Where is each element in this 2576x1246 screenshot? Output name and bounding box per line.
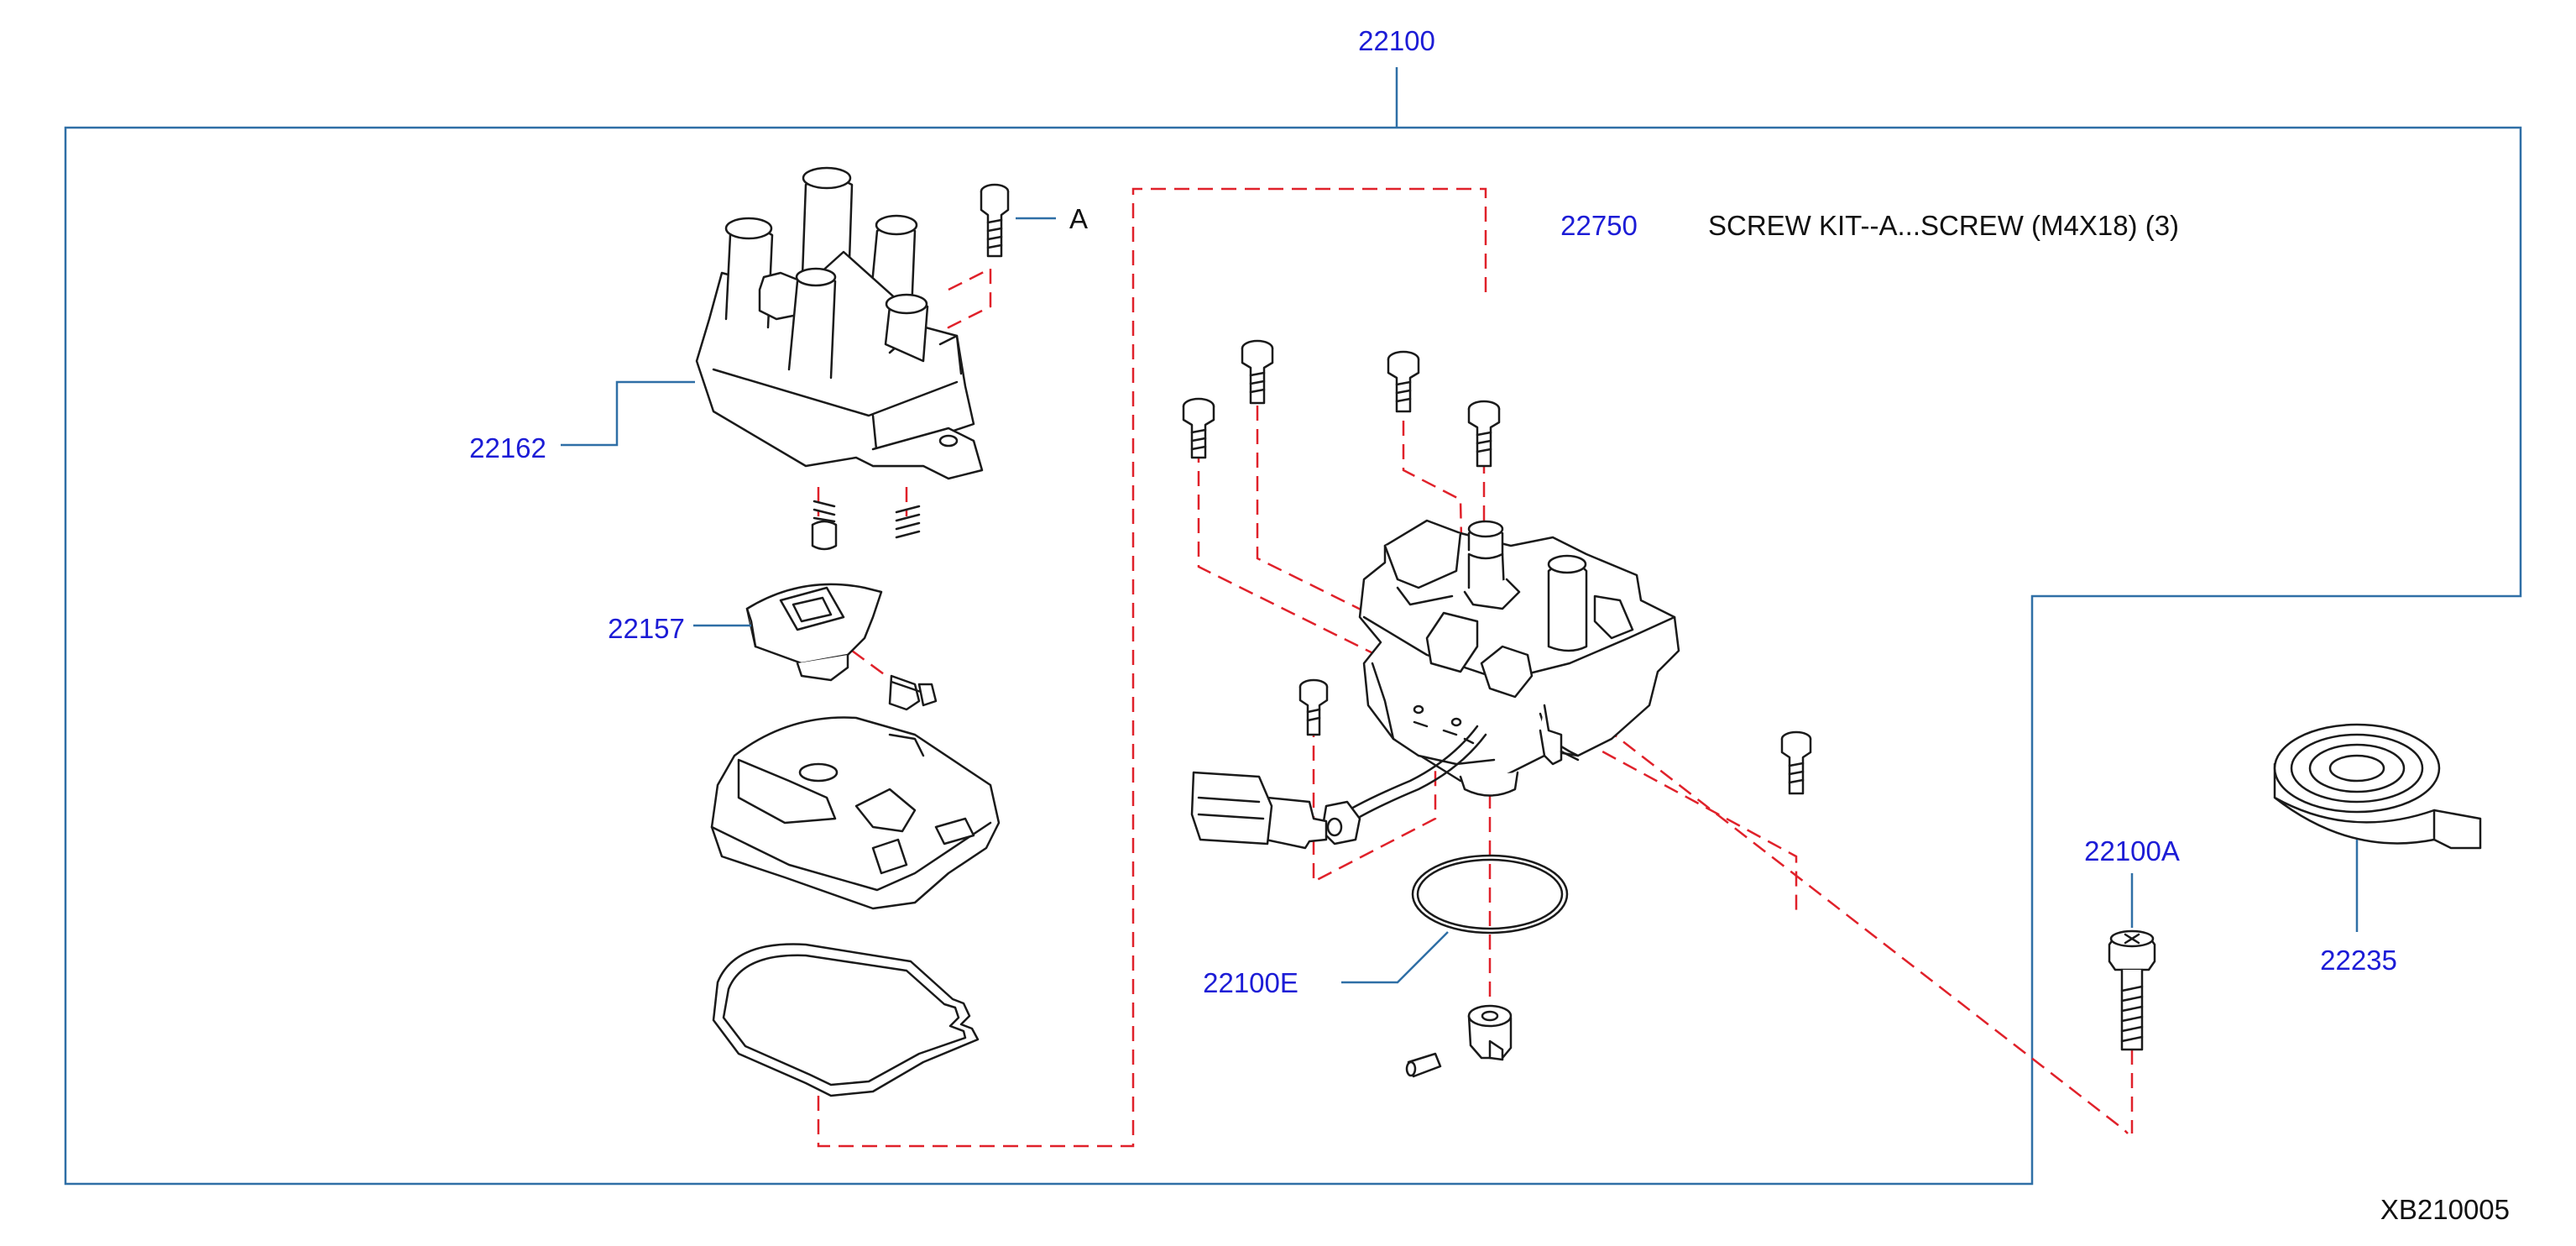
rotor-screw[interactable] [888, 674, 938, 711]
tape-roll[interactable] [2273, 723, 2482, 850]
screw-kit-part-number[interactable]: 22750 [1560, 210, 1638, 241]
drive-coupling[interactable] [1467, 1004, 1513, 1061]
assembly-frame [64, 126, 2522, 1186]
tape-part-number[interactable]: 22235 [2320, 945, 2397, 976]
o-ring[interactable] [1411, 854, 1569, 934]
screw-reference-letter: A [1069, 203, 1088, 234]
o-ring-leader [1341, 931, 1449, 984]
distributor-cap[interactable] [695, 166, 984, 480]
screw-a[interactable] [980, 183, 1010, 258]
body-screw[interactable] [1241, 339, 1274, 405]
body-screw[interactable] [1780, 730, 1812, 795]
screw-kit-description: SCREW KIT--A...SCREW (M4X18) (3) [1708, 210, 2179, 241]
rotor-head-part-number[interactable]: 22157 [608, 613, 685, 644]
gasket[interactable] [712, 943, 980, 1097]
diagram-code: XB210005 [2380, 1194, 2510, 1225]
body-screw[interactable] [1182, 397, 1215, 459]
cap-spring-small [811, 500, 838, 551]
rotor-head[interactable] [745, 583, 883, 682]
housing-cover[interactable] [710, 716, 1001, 910]
body-screw[interactable] [1387, 350, 1420, 413]
cap-leader [561, 380, 695, 447]
distributor-body[interactable] [1358, 519, 1680, 797]
harness-connector[interactable] [1190, 725, 1487, 850]
cap-spring [895, 505, 921, 539]
bolt-part-number[interactable]: 22100A [2084, 835, 2180, 866]
bolt[interactable] [2108, 929, 2156, 1051]
assembly-part-number[interactable]: 22100 [1358, 25, 1435, 56]
body-screw[interactable] [1298, 678, 1329, 736]
body-screw[interactable] [1467, 400, 1501, 468]
distributor-cap-part-number[interactable]: 22162 [469, 432, 546, 463]
roll-pin[interactable] [1405, 1052, 1442, 1078]
o-ring-part-number[interactable]: 22100E [1203, 967, 1298, 998]
